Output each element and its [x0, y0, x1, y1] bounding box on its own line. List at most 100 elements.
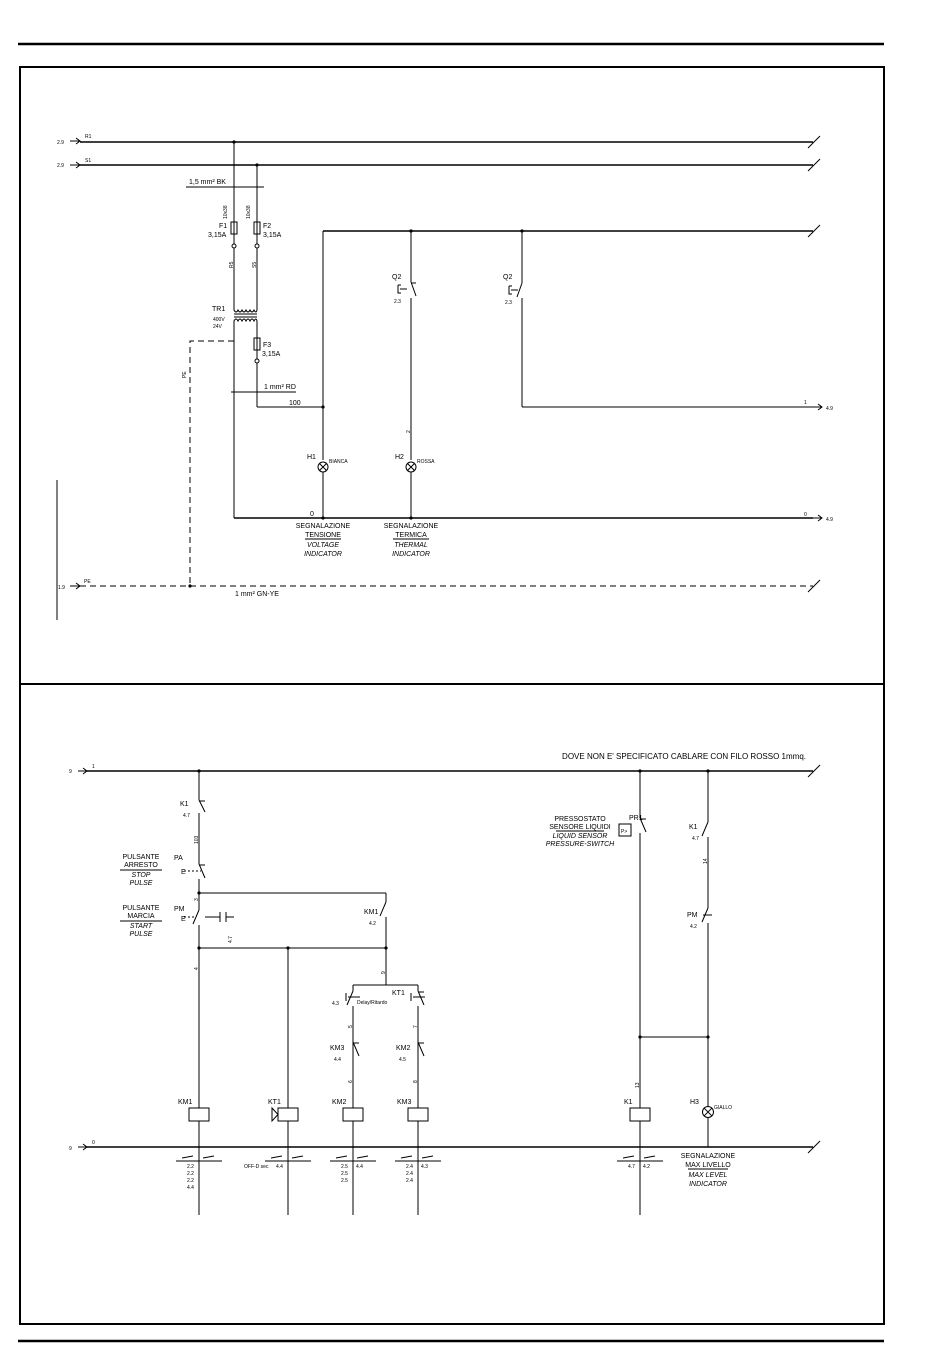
svg-text:SEGNALAZIONE: SEGNALAZIONE — [681, 1153, 736, 1160]
svg-text:4.4: 4.4 — [356, 1164, 363, 1170]
k1a-ref: 4.7 — [183, 813, 190, 819]
pmb-tag: PM — [687, 912, 698, 919]
svg-text:2.2: 2.2 — [187, 1164, 194, 1170]
coil-km2-label: KM2 — [332, 1099, 347, 1106]
wire-14: 14 — [703, 858, 709, 864]
fuse-f3 — [253, 337, 261, 351]
pr1-contact — [639, 817, 647, 833]
q2-contact-no — [516, 282, 523, 298]
out1-ref: 4.9 — [826, 406, 833, 412]
wiring-note: DOVE NON E' SPECIFICATO CABLARE CON FILO… — [562, 752, 806, 761]
coil-kt1 — [277, 1107, 299, 1122]
k1a-tag: K1 — [180, 801, 189, 808]
svg-text:2.2: 2.2 — [187, 1178, 194, 1184]
wire-7: 7 — [413, 1025, 419, 1028]
svg-text:PRESSURE-SWITCH: PRESSURE-SWITCH — [546, 841, 615, 848]
coil-kt1-label: KT1 — [268, 1099, 281, 1106]
wire-s5: S5 — [252, 262, 258, 268]
out1-num: 1 — [804, 400, 807, 406]
svg-text:E: E — [181, 869, 186, 876]
pr1-symbol — [618, 823, 632, 837]
caption-start: PULSANTE MARCIA START PULSE — [120, 905, 162, 938]
fuse-f1-tag: F1 — [219, 223, 227, 230]
tr1-tag: TR1 — [212, 306, 225, 313]
svg-text:INDICATOR: INDICATOR — [304, 551, 342, 558]
coil-km3 — [407, 1107, 429, 1122]
caption-stop: PULSANTE ARRESTO STOP PULSE — [120, 854, 162, 887]
xref-km2: 2.5 2.5 2.5 4.4 — [330, 1147, 376, 1215]
caption-thermal: SEGNALAZIONE TERMICA THERMAL INDICATOR — [384, 523, 439, 558]
pe-ref: 1.9 — [58, 585, 65, 591]
bot-bus-num: 0 — [92, 1140, 95, 1146]
bot-bus-ref: 9 — [69, 1146, 72, 1152]
r1-arrow — [70, 137, 81, 145]
node-100: 100 — [289, 400, 301, 407]
q2b-ref: 2.3 — [505, 300, 512, 306]
wire-6: 6 — [348, 1080, 354, 1083]
svg-text:VOLTAGE: VOLTAGE — [307, 542, 339, 549]
q2b-tag: Q2 — [503, 274, 512, 281]
km2c-tag: KM2 — [396, 1045, 411, 1052]
lower-circuit: DOVE NON E' SPECIFICATO CABLARE CON FILO… — [69, 752, 821, 1215]
lower-panel — [19, 683, 885, 1325]
svg-text:TERMICA: TERMICA — [395, 532, 427, 539]
h2-color: ROSSA — [417, 459, 435, 465]
kt1c-sub: Delay/Ritardo — [357, 1000, 388, 1006]
svg-text:4.2: 4.2 — [643, 1164, 650, 1170]
pm-start-contact — [192, 909, 200, 925]
kt1-contact-b — [417, 990, 425, 1006]
transformer-primary — [233, 305, 258, 313]
upper-panel — [19, 66, 885, 685]
fuse-f1-rating: 3,15A — [208, 232, 227, 239]
svg-text:PULSE: PULSE — [130, 880, 153, 887]
s1-arrow — [70, 161, 81, 169]
svg-text:MAX LIVELLO: MAX LIVELLO — [685, 1162, 731, 1169]
xref-km1: 2.2 2.2 2.2 4.4 — [176, 1147, 222, 1215]
fuse-f3-rating: 3,15A — [262, 351, 281, 358]
out0-num: 0 — [804, 512, 807, 518]
q2a-ref: 2.3 — [394, 299, 401, 305]
h1-color: BIANCA — [329, 459, 348, 465]
pe-vert-label: PE — [182, 371, 188, 378]
caption-voltage: SEGNALAZIONE TENSIONE VOLTAGE INDICATOR — [296, 523, 351, 558]
km2c-ref: 4.5 — [399, 1057, 406, 1063]
wire-13: 13 — [635, 1082, 641, 1088]
cable-gnye-label: 1 mm² GN-YE — [235, 591, 279, 598]
svg-text:MAX LEVEL: MAX LEVEL — [689, 1172, 728, 1179]
wire-5: 5 — [348, 1025, 354, 1028]
pmb-ref: 4.2 — [690, 924, 697, 930]
xref-km3: 2.4 2.4 2.4 4.3 — [395, 1147, 441, 1215]
kt1c-ref: 4.3 — [332, 1001, 339, 1007]
cable-rd-label: 1 mm² RD — [264, 384, 296, 391]
pa-tag: PA — [174, 855, 183, 862]
r1-label: R1 — [85, 134, 92, 140]
pr1-sym: P> — [621, 829, 627, 835]
svg-text:2.2: 2.2 — [187, 1171, 194, 1177]
svg-text:SEGNALAZIONE: SEGNALAZIONE — [384, 523, 439, 530]
svg-text:2.4: 2.4 — [406, 1171, 413, 1177]
svg-text:PULSANTE: PULSANTE — [123, 854, 160, 861]
fuse-f2-size: 10x38 — [246, 205, 252, 219]
coil-km2 — [342, 1107, 364, 1122]
out0-ref: 4.9 — [826, 517, 833, 523]
pe-dashed-drop — [189, 340, 234, 586]
k1b-contact — [701, 821, 709, 837]
svg-text:SENSORE LIQUIDI: SENSORE LIQUIDI — [549, 824, 611, 831]
svg-text:START: START — [130, 923, 153, 930]
wire-8: 8 — [413, 1080, 419, 1083]
svg-text:MARCIA: MARCIA — [127, 913, 155, 920]
svg-text:PRESSOSTATO: PRESSOSTATO — [554, 816, 606, 823]
r1-ref: 2.9 — [57, 140, 64, 146]
svg-text:ARRESTO: ARRESTO — [124, 862, 158, 869]
pm-tag: PM — [174, 906, 185, 913]
svg-text:PULSANTE: PULSANTE — [123, 905, 160, 912]
fuse-f2-rating: 3,15A — [263, 232, 282, 239]
svg-text:INDICATOR: INDICATOR — [689, 1181, 727, 1188]
svg-text:4.7: 4.7 — [628, 1164, 635, 1170]
xref-kt1: OFF-D sec 4.4 — [244, 1147, 311, 1215]
svg-text:4.4: 4.4 — [276, 1164, 283, 1170]
km1c-tag: KM1 — [364, 909, 379, 916]
coil-k1-label: K1 — [624, 1099, 633, 1106]
node-2: 2 — [406, 430, 412, 433]
